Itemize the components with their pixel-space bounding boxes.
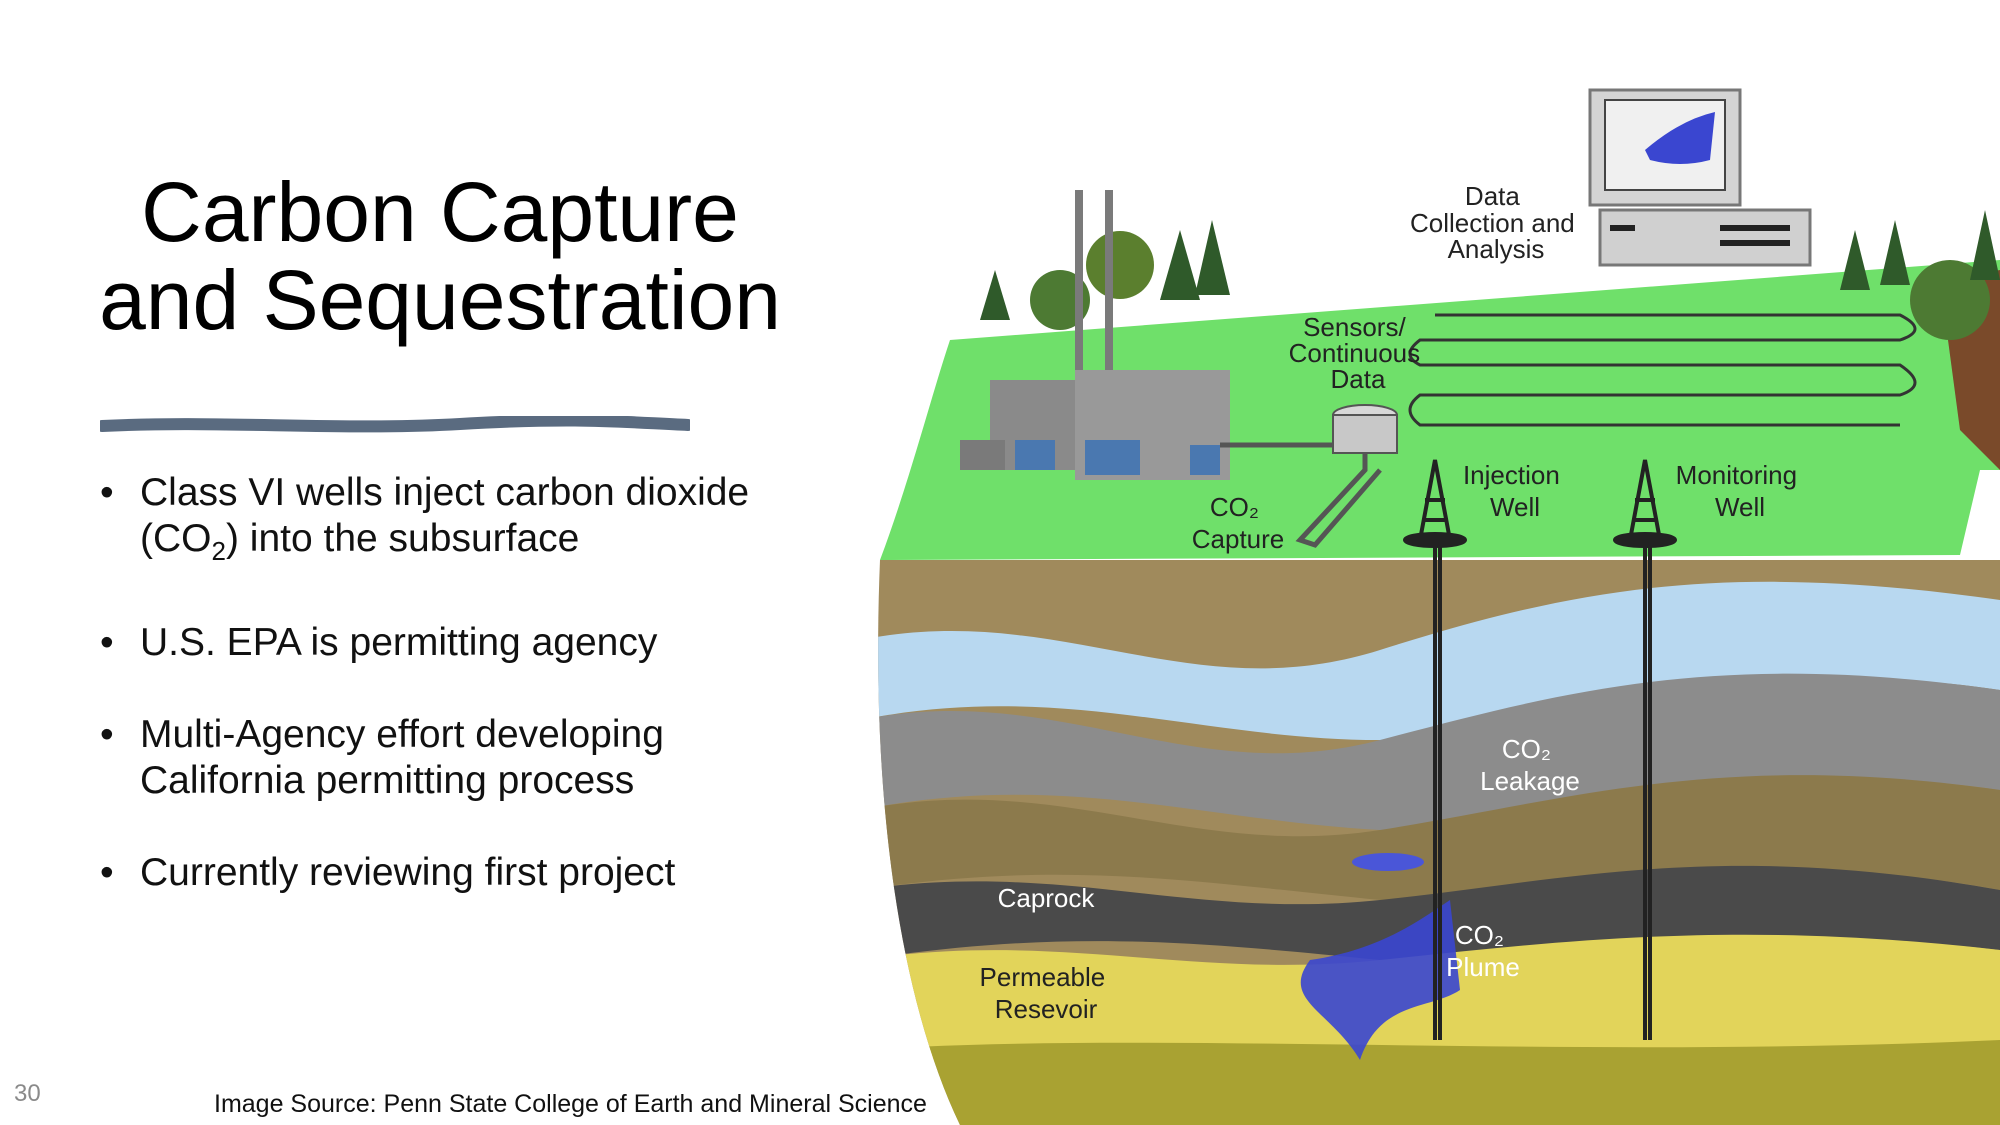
co2-leakage-label: CO₂ Leakage xyxy=(1480,734,1580,796)
title-divider xyxy=(100,416,690,433)
bullet-item: U.S. EPA is permitting agency xyxy=(100,620,820,666)
monitoring-well-label: Monitoring Well xyxy=(1676,460,1805,522)
injection-well xyxy=(1403,459,1467,1040)
ground-surface xyxy=(880,260,2000,560)
co2-capture-tank xyxy=(1220,404,1398,548)
image-source-caption: Image Source: Penn State College of Eart… xyxy=(214,1090,927,1118)
monitoring-well xyxy=(1613,459,1677,1040)
subscript: 2 xyxy=(211,535,226,566)
bullet-text-continued: ) into the subsurface xyxy=(225,517,580,560)
title-line-1: Carbon Capture xyxy=(141,165,739,259)
injection-well-label: Injection Well xyxy=(1463,460,1567,522)
bullet-text: Class VI wells inject carbon dioxide (CO xyxy=(140,471,750,560)
bullet-item: Currently reviewing first project xyxy=(100,850,820,896)
bullet-text: Multi-Agency effort developing Californi… xyxy=(140,712,664,802)
base-layer xyxy=(878,1040,2000,1125)
gray-rock-layer xyxy=(878,673,2000,831)
slide-title: Carbon Capture and Sequestration xyxy=(90,168,790,344)
sensors-label: Sensors/ Continuous Data xyxy=(1289,312,1428,394)
bullet-text: Currently reviewing first project xyxy=(140,850,676,894)
page-number: 30 xyxy=(14,1080,41,1107)
co2-capture-label: CO₂ Capture xyxy=(1192,492,1285,554)
title-line-2: and Sequestration xyxy=(99,253,781,347)
bullet-item: Multi-Agency effort developing Californi… xyxy=(100,712,820,804)
subsurface-layers xyxy=(878,560,2000,1125)
permeable-reservoir-label: Permeable Resevoir xyxy=(980,962,1113,1024)
bullet-text: U.S. EPA is permitting agency xyxy=(140,620,658,664)
aquifer-layer xyxy=(878,581,2000,740)
caprock-label: Caprock xyxy=(998,883,1096,913)
power-plant xyxy=(960,190,1230,480)
bullet-list: Class VI wells inject carbon dioxide (CO… xyxy=(100,470,820,942)
bullet-item: Class VI wells inject carbon dioxide (CO… xyxy=(100,470,820,574)
co2-leakage-pocket xyxy=(1352,853,1424,871)
sensor-lines xyxy=(1408,313,1917,427)
co2-plume xyxy=(1300,900,1460,1060)
data-collection-label: Data Collection and Analysis xyxy=(1410,181,1582,264)
ccs-diagram: Data Collection and Analysis Sensors/ Co… xyxy=(878,88,2000,1125)
co2-plume-label: CO₂ Plume xyxy=(1446,920,1520,982)
computer-icon xyxy=(1588,88,1812,267)
